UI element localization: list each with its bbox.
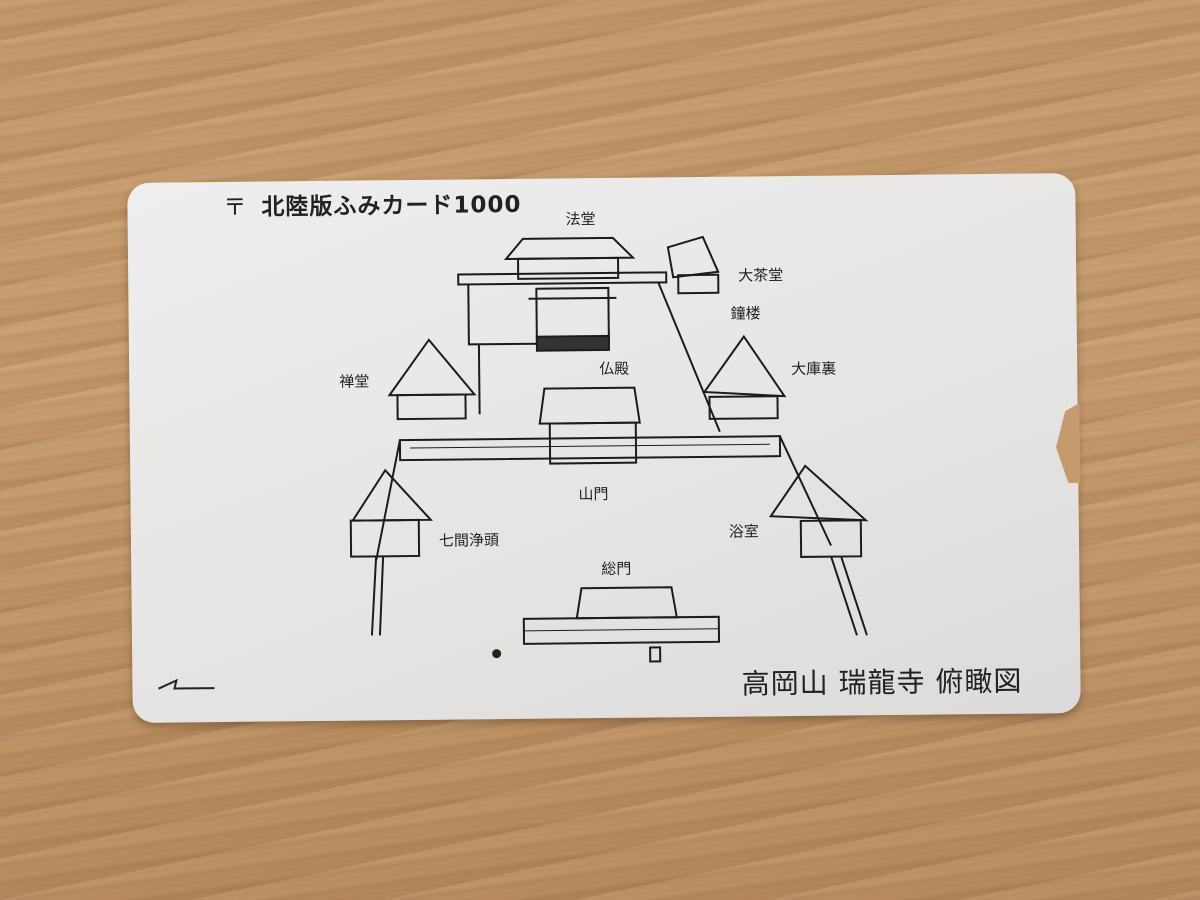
- label-sanmon: 山門: [578, 484, 609, 504]
- temple-diagram: [349, 235, 869, 663]
- prepaid-card: 〒北陸版ふみカード1000 法堂 大茶堂 鐘楼 大庫裏 禅堂 仏殿 山: [127, 173, 1081, 723]
- label-yokushitsu: 浴室: [728, 522, 759, 541]
- label-butsuden: 仏殿: [599, 359, 630, 379]
- card-caption: 高岡山 瑞龍寺 俯瞰図: [741, 664, 1023, 701]
- label-shoro: 鐘楼: [730, 304, 761, 323]
- label-daichado: 大茶堂: [738, 266, 784, 285]
- label-shichiken-chozu: 七間浄頭: [438, 531, 500, 550]
- punch-hole: [492, 649, 502, 659]
- label-daikuri: 大庫裏: [791, 359, 837, 379]
- label-somon: 総門: [601, 559, 632, 579]
- insert-direction-icon: [158, 678, 215, 690]
- label-zendo: 禅堂: [339, 372, 370, 391]
- label-hatto: 法堂: [565, 210, 596, 229]
